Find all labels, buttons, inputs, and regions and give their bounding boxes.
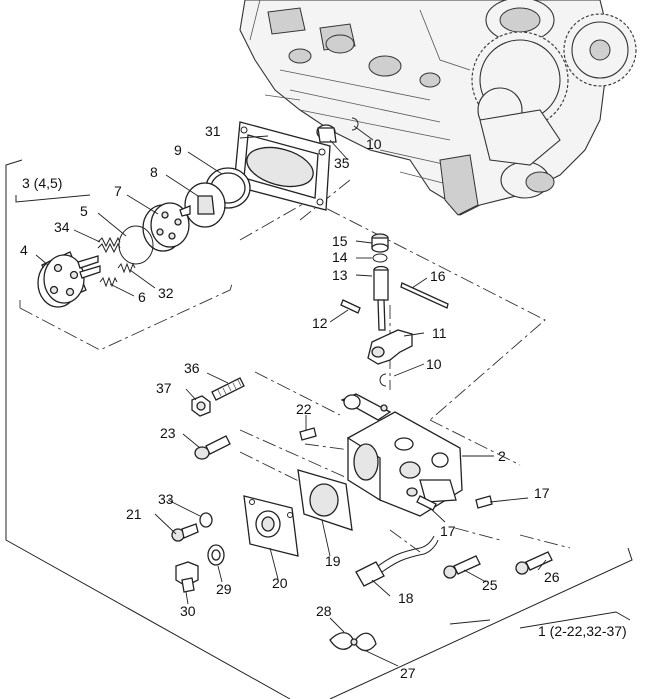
screw-part-17-left: [416, 495, 437, 511]
callout-19: 19: [325, 553, 341, 569]
bolt-part-26: [515, 551, 553, 575]
pin-part-12: [340, 299, 361, 314]
shaft-part-13: [373, 265, 389, 331]
callout-4: 4: [20, 242, 28, 258]
callout-32: 32: [158, 285, 174, 301]
callout-2: 2: [498, 448, 506, 464]
callout-21: 21: [126, 506, 142, 522]
callout-23: 23: [160, 425, 176, 441]
callout-10-top: 10: [366, 136, 382, 152]
cap-part-15: [371, 233, 389, 253]
sensor-part-18: [355, 535, 439, 587]
rotor-assembly-part-4: [37, 251, 101, 308]
callout-17-left: 17: [440, 523, 456, 539]
callout-7: 7: [114, 183, 122, 199]
callout-18: 18: [398, 590, 414, 606]
callout-37: 37: [156, 380, 172, 396]
bolt-part-21: [171, 523, 199, 542]
plate-part-8: [184, 182, 226, 228]
callout-10-mid: 10: [426, 356, 442, 372]
cover-part-20: [243, 495, 299, 557]
callout-33: 33: [158, 491, 174, 507]
callout-5: 5: [80, 203, 88, 219]
bolt-part-36: [211, 377, 245, 401]
plug-part-30: [175, 561, 199, 593]
callout-35: 35: [334, 155, 350, 171]
callout-27: 27: [400, 665, 416, 681]
callout-16: 16: [430, 268, 446, 284]
callout-12: 12: [312, 315, 328, 331]
callout-28: 28: [316, 603, 332, 619]
assembly-frames: [5, 159, 633, 699]
set-screw-part-22: [299, 427, 317, 441]
gasket-part-19: [297, 469, 353, 531]
callout-1: 1 (2-22,32-37): [538, 623, 627, 639]
rotor-part-7: [142, 202, 191, 252]
callout-8: 8: [150, 164, 158, 180]
o-ring-part-14: [372, 253, 388, 263]
callout-3: 3 (4,5): [22, 175, 62, 191]
callout-25: 25: [482, 577, 498, 593]
callout-13: 13: [332, 267, 348, 283]
engine-block: [239, 0, 637, 216]
spring-part-34: [97, 236, 121, 254]
o-ring-part-5: [118, 225, 154, 265]
callout-20: 20: [272, 575, 288, 591]
housing-part-2: [340, 393, 463, 517]
callout-15: 15: [332, 233, 348, 249]
callout-31: 31: [205, 123, 221, 139]
bolt-part-23: [194, 435, 231, 460]
washer-part-29: [207, 544, 225, 566]
callout-22: 22: [296, 401, 312, 417]
callout-14: 14: [332, 249, 348, 265]
wing-clip-part-27: [329, 632, 377, 652]
callout-29: 29: [216, 581, 232, 597]
gasket-part-31: [233, 121, 331, 211]
plug-part-35: [316, 124, 337, 143]
clip-part-10-mid: [379, 373, 387, 387]
callout-30: 30: [180, 603, 196, 619]
callout-9: 9: [174, 142, 182, 158]
screw-part-17-right: [475, 495, 493, 509]
callout-34: 34: [54, 219, 70, 235]
lever-part-11: [367, 329, 413, 365]
nut-part-37: [191, 395, 211, 417]
spring-part-32: [117, 262, 136, 274]
spring-part-6: [99, 276, 118, 288]
clip-part-10-top: [351, 117, 359, 131]
leader-lines: [35, 125, 631, 667]
callout-6: 6: [138, 289, 146, 305]
pin-part-16: [400, 282, 449, 309]
washer-part-33: [199, 512, 213, 528]
callout-17-right: 17: [534, 485, 550, 501]
callout-36: 36: [184, 360, 200, 376]
callout-labels: 1 (2-22,32-37) 2 3 (4,5) 4 5 6 7 8 9 10 …: [20, 123, 627, 681]
callout-11: 11: [432, 325, 447, 341]
bolt-part-25: [443, 555, 481, 579]
callout-26: 26: [544, 569, 560, 585]
